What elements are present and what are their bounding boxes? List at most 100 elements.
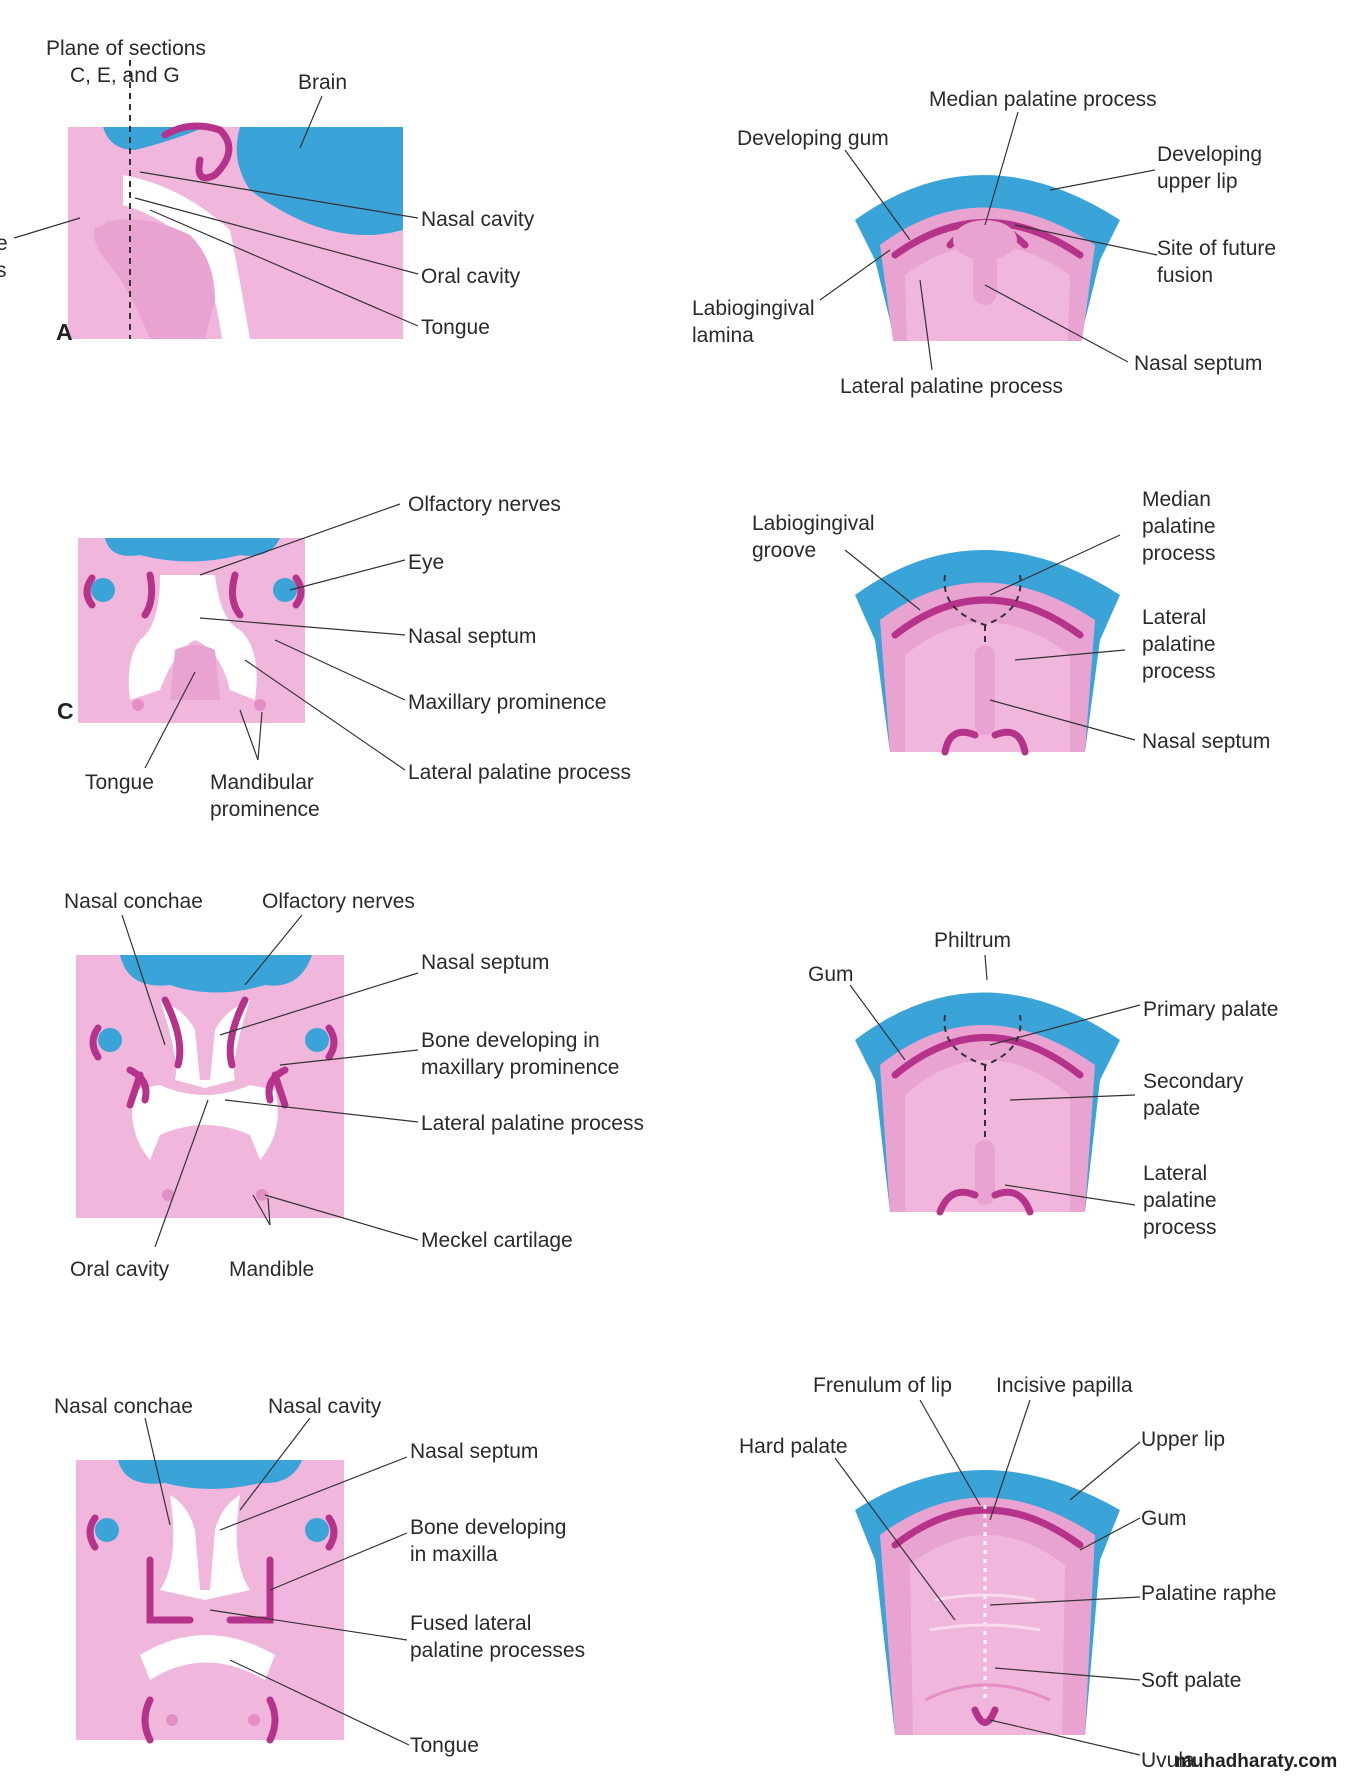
lead-c-septum — [199, 617, 406, 636]
label-median-palatine-d-1: Median — [1142, 488, 1211, 511]
panel-d-drawing — [844, 534, 1136, 756]
label-nasal-septum-b: Nasal septum — [1134, 352, 1262, 375]
label-gum-f: Gum — [808, 963, 854, 986]
label-mandible: Mandible — [229, 1258, 314, 1281]
lead-e-oral — [154, 1099, 209, 1248]
lead-h-frenulum — [919, 1399, 981, 1506]
panel-e-drawing — [76, 914, 419, 1248]
panel-b-drawing — [819, 111, 1158, 371]
lead-a-nasal — [139, 171, 419, 219]
lead-c-olfactory — [199, 503, 401, 576]
panel-letter-c: C — [57, 698, 74, 724]
lead-c-lateral — [244, 659, 406, 771]
label-palatine-raphe: Palatine raphe — [1141, 1582, 1276, 1605]
label-nasal-septum-c: Nasal septum — [408, 625, 536, 648]
label-bone-maxillary-1: Bone developing in — [421, 1029, 600, 1052]
lead-h-incisive — [989, 1399, 1031, 1521]
panel-g-drawing — [76, 1417, 410, 1746]
lead-b-lip — [1049, 169, 1156, 191]
label-labiogingival-groove-2: groove — [752, 539, 816, 562]
lead-f-philtrum — [984, 954, 988, 981]
lead-g-conchae — [144, 1417, 171, 1526]
label-site-future-fusion-1: Site of future — [1157, 237, 1276, 260]
label-tongue-c: Tongue — [85, 771, 154, 794]
label-secondary-palate-1: Secondary — [1143, 1070, 1244, 1093]
label-lateral-palatine-process-e: Lateral palatine process — [421, 1112, 644, 1135]
label-labiogingival-lamina-2: lamina — [692, 324, 754, 347]
label-soft-palate: Soft palate — [1141, 1669, 1241, 1692]
lead-b-lamina — [819, 249, 891, 301]
lead-h-raphe — [989, 1596, 1141, 1606]
panel-letter-a: A — [56, 319, 73, 345]
label-developing-gum: Developing gum — [737, 127, 889, 150]
lead-f-secondary — [1009, 1094, 1136, 1101]
lead-c-mand — [239, 709, 259, 761]
label-plane-of-sections-2: C, E, and G — [70, 64, 180, 87]
label-incisive-papilla: Incisive papilla — [996, 1374, 1133, 1397]
label-nasal-septum-e: Nasal septum — [421, 951, 549, 974]
label-lateral-palatine-f-2: palatine — [1143, 1189, 1217, 1212]
label-olfactory-nerves-c: Olfactory nerves — [408, 493, 561, 516]
lead-a-oral — [134, 197, 419, 275]
label-site-future-fusion-2: fusion — [1157, 264, 1213, 287]
label-maxillary-prominence: Maxillary prominence — [408, 691, 606, 714]
label-fused-lateral-1: Fused lateral — [410, 1612, 531, 1635]
lead-a-brain — [299, 95, 323, 149]
label-mandibular-prominence-2: prominence — [210, 798, 320, 821]
label-hard-palate: Hard palate — [739, 1435, 848, 1458]
label-meckel-cartilage: Meckel cartilage — [421, 1229, 573, 1252]
lead-e-septum — [219, 972, 419, 1036]
lead-f-lateral — [1004, 1184, 1136, 1206]
label-nasal-septum-d: Nasal septum — [1142, 730, 1270, 753]
lead-b-fusion — [1014, 224, 1158, 256]
label-nasal-septum-g: Nasal septum — [410, 1440, 538, 1463]
label-oral-cavity-a: Oral cavity — [421, 265, 521, 288]
label-uvula: Uvula — [1141, 1749, 1195, 1772]
lead-g-tongue — [229, 1659, 410, 1746]
lead-h-upper-lip — [1069, 1441, 1141, 1501]
label-olfactory-nerves-e: Olfactory nerves — [262, 890, 415, 913]
lead-d-groove — [844, 549, 921, 611]
lead-b-lateral — [919, 279, 933, 371]
label-median-palatine-process-b: Median palatine process — [929, 88, 1157, 111]
label-developing-upper-lip-1: Developing — [1157, 143, 1262, 166]
label-primary-palate: Primary palate — [1143, 998, 1278, 1021]
label-lateral-palatine-f-1: Lateral — [1143, 1162, 1207, 1185]
lead-c-tongue — [144, 671, 196, 769]
lead-g-nasal-cavity — [239, 1417, 311, 1511]
watermark-text: muhadharaty.com — [1175, 1751, 1337, 1772]
label-lateral-palatine-d-2: palatine — [1142, 633, 1216, 656]
lead-e-conchae — [121, 914, 166, 1046]
label-tongue-a: Tongue — [421, 316, 490, 339]
panel-f-drawing — [849, 954, 1141, 1216]
lead-f-primary — [989, 1004, 1141, 1046]
label-upper-lip: Upper lip — [1141, 1428, 1225, 1451]
lead-e-meckel — [264, 1194, 419, 1241]
label-cut-1: e — [0, 232, 8, 255]
lead-b-median — [984, 111, 1019, 226]
lead-h-gum — [1079, 1517, 1141, 1551]
label-bone-maxilla-2: in maxilla — [410, 1543, 498, 1566]
label-philtrum: Philtrum — [934, 929, 1011, 952]
label-bone-maxillary-2: maxillary prominence — [421, 1056, 619, 1079]
label-gum-h: Gum — [1141, 1507, 1187, 1530]
label-median-palatine-d-2: palatine — [1142, 515, 1216, 538]
label-lateral-palatine-process-c: Lateral palatine process — [408, 761, 631, 784]
label-eye: Eye — [408, 551, 444, 574]
label-brain: Brain — [298, 71, 347, 94]
label-mandibular-prominence-1: Mandibular — [210, 771, 314, 794]
lead-h-uvula — [989, 1719, 1141, 1756]
lead-e-bone — [279, 1049, 419, 1066]
label-nasal-conchae-e: Nasal conchae — [64, 890, 203, 913]
label-cut-2: s — [0, 259, 7, 282]
label-nasal-cavity-g: Nasal cavity — [268, 1395, 382, 1418]
panel-a-drawing — [13, 60, 419, 339]
lead-d-septum — [989, 699, 1136, 741]
panel-h-drawing — [834, 1399, 1141, 1756]
lead-c-mand2 — [257, 711, 263, 761]
label-lateral-palatine-process-b: Lateral palatine process — [840, 375, 1063, 398]
lead-a-tongue — [149, 209, 419, 327]
lead-c-eye — [289, 559, 406, 591]
lead-e-lateral — [224, 1099, 419, 1123]
